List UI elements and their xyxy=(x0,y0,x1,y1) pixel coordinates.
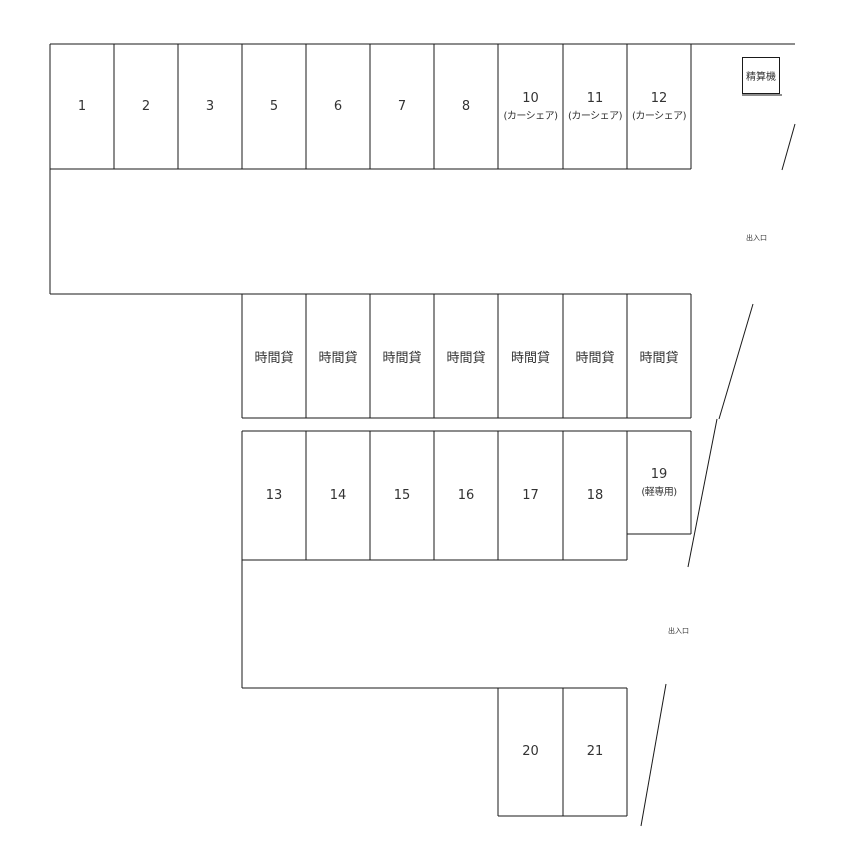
space-note-carshare: (カーシェア) xyxy=(567,110,623,122)
parking-space-16: 16 xyxy=(434,431,498,560)
hourly-label: 時間貸 xyxy=(254,350,294,366)
hourly-label: 時間貸 xyxy=(318,350,358,366)
parking-space-18: 18 xyxy=(563,431,627,560)
payment-machine: 精算機 xyxy=(742,57,780,94)
space-number: 1 xyxy=(77,98,87,114)
hourly-label: 時間貸 xyxy=(510,350,550,366)
space-number: 12 xyxy=(650,90,668,106)
space-number: 11 xyxy=(586,90,604,106)
parking-space-1: 1 xyxy=(50,44,114,169)
space-note-kei-only: (軽専用) xyxy=(641,486,677,498)
parking-space-2: 2 xyxy=(114,44,178,169)
hourly-space-1: 時間貸 xyxy=(242,294,306,418)
space-number: 16 xyxy=(457,487,475,503)
space-number: 21 xyxy=(586,744,604,759)
parking-space-14: 14 xyxy=(306,431,370,560)
space-number: 14 xyxy=(329,487,347,503)
parking-space-21: 21 xyxy=(563,688,627,816)
parking-space-13: 13 xyxy=(242,431,306,560)
hourly-space-6: 時間貸 xyxy=(563,294,627,418)
payment-machine-label: 精算機 xyxy=(746,72,776,83)
space-number: 2 xyxy=(141,98,151,114)
parking-space-10: 10 (カーシェア) xyxy=(498,44,563,169)
parking-space-7: 7 xyxy=(370,44,434,169)
hourly-space-7: 時間貸 xyxy=(627,294,691,418)
parking-space-17: 17 xyxy=(498,431,563,560)
space-number: 10 xyxy=(522,90,539,106)
parking-space-8: 8 xyxy=(434,44,498,169)
parking-space-15: 15 xyxy=(370,431,434,560)
entrance-label-top: 出入口 xyxy=(746,234,767,242)
space-number: 3 xyxy=(205,98,215,114)
space-number: 8 xyxy=(461,98,471,114)
space-number: 20 xyxy=(522,744,539,759)
hourly-label: 時間貸 xyxy=(446,350,486,366)
parking-space-11: 11 (カーシェア) xyxy=(563,44,627,169)
parking-space-20: 20 xyxy=(498,688,563,816)
space-number: 15 xyxy=(393,487,411,503)
space-number: 7 xyxy=(397,98,407,114)
parking-space-3: 3 xyxy=(178,44,242,169)
hourly-label: 時間貸 xyxy=(382,350,422,366)
space-number: 17 xyxy=(522,487,539,503)
space-number: 18 xyxy=(586,487,604,503)
parking-space-12: 12 (カーシェア) xyxy=(627,44,691,169)
space-number: 13 xyxy=(265,487,283,503)
space-number: 5 xyxy=(269,98,279,114)
space-number: 19 xyxy=(650,466,668,482)
hourly-space-3: 時間貸 xyxy=(370,294,434,418)
space-number: 6 xyxy=(333,98,343,114)
hourly-space-5: 時間貸 xyxy=(498,294,563,418)
parking-space-6: 6 xyxy=(306,44,370,169)
parking-space-19: 19 (軽専用) xyxy=(627,431,691,534)
hourly-space-2: 時間貸 xyxy=(306,294,370,418)
space-note-carshare: (カーシェア) xyxy=(631,110,687,122)
entrance-label-bottom: 出入口 xyxy=(668,627,689,635)
hourly-space-4: 時間貸 xyxy=(434,294,498,418)
parking-space-5: 5 xyxy=(242,44,306,169)
space-note-carshare: (カーシェア) xyxy=(503,110,558,122)
hourly-label: 時間貸 xyxy=(575,350,615,366)
hourly-label: 時間貸 xyxy=(639,350,679,366)
